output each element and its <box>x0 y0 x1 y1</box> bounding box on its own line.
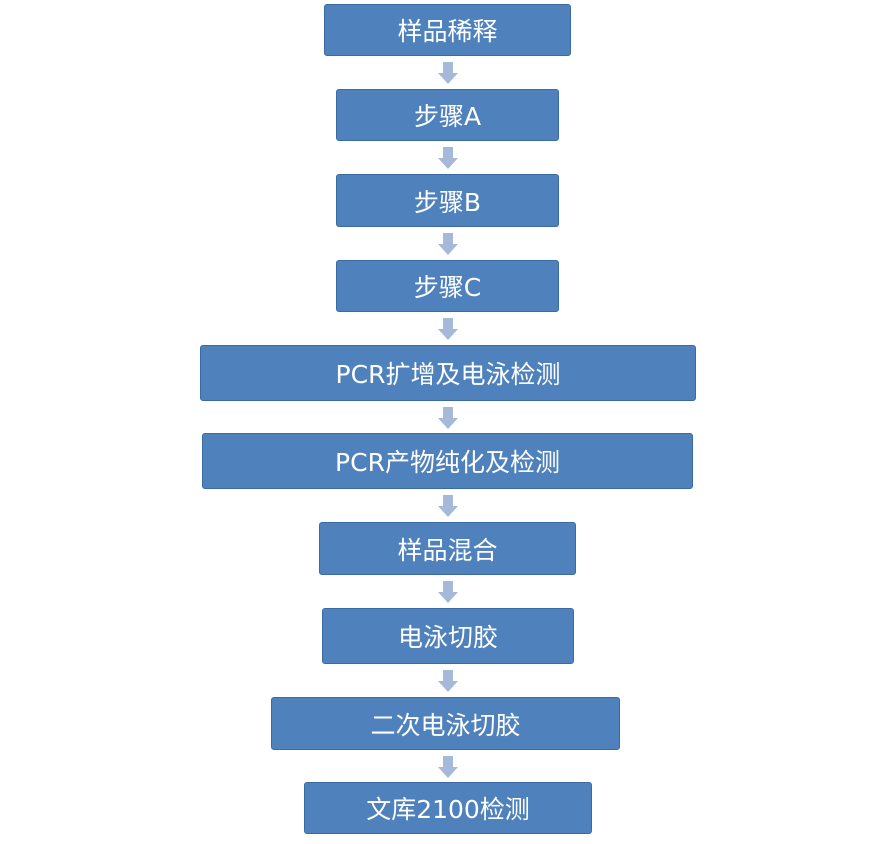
down-arrow-icon <box>438 495 458 517</box>
flow-step-box: 步骤C <box>336 260 559 312</box>
down-arrow-icon <box>438 407 458 429</box>
flow-step-box: 样品混合 <box>319 522 576 575</box>
flow-step-box: PCR产物纯化及检测 <box>202 433 693 489</box>
flow-step-box: 样品稀释 <box>324 4 571 56</box>
flow-step-box: 二次电泳切胶 <box>271 697 620 750</box>
down-arrow-icon <box>438 233 458 255</box>
flow-step-box: 文库2100检测 <box>304 782 592 834</box>
flow-step-box: PCR扩增及电泳检测 <box>200 345 696 401</box>
down-arrow-icon <box>438 581 458 603</box>
down-arrow-icon <box>438 318 458 340</box>
down-arrow-icon <box>438 670 458 692</box>
flow-step-box: 电泳切胶 <box>322 608 574 664</box>
down-arrow-icon <box>438 147 458 169</box>
down-arrow-icon <box>438 756 458 778</box>
down-arrow-icon <box>438 62 458 84</box>
flow-step-box: 步骤A <box>336 89 559 141</box>
flow-step-box: 步骤B <box>336 174 559 227</box>
